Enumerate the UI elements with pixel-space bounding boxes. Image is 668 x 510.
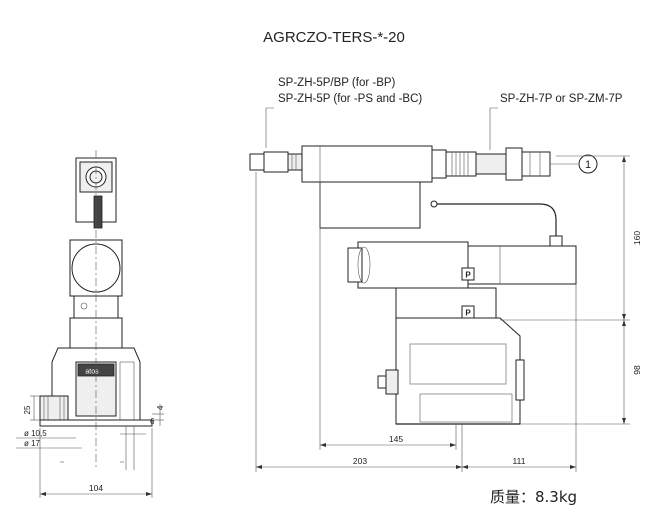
- dim-4: 4: [156, 405, 165, 410]
- dim-203: 203: [353, 456, 367, 466]
- mass-label: 质量：8.3kg: [490, 488, 577, 506]
- dim-145: 145: [389, 434, 403, 444]
- dim-dia-10-5: ø 10,5: [24, 429, 47, 438]
- svg-text:P: P: [465, 309, 471, 318]
- dim-160: 160: [632, 231, 642, 245]
- side-brand-text: atos: [85, 369, 99, 376]
- svg-text:P: P: [465, 271, 471, 280]
- note-connector-bp: SP-ZH-5P/BP (for -BP): [278, 77, 396, 89]
- front-view: SP-ZH-5P/BP (for -BP) SP-ZH-5P (for -PS …: [249, 77, 642, 472]
- front-electronics-lower: [319, 181, 421, 229]
- dim-25: 25: [23, 405, 32, 414]
- callout-1: [578, 154, 598, 174]
- front-cable: [432, 203, 557, 240]
- front-plug: [385, 369, 399, 395]
- dim-6: 6: [150, 417, 155, 426]
- side-cable-gland: [93, 195, 103, 229]
- note-connector-ps-bc: SP-ZH-5P (for -PS and -BC): [278, 93, 422, 105]
- front-solenoid: [357, 241, 469, 289]
- side-screw: [80, 302, 88, 310]
- front-solenoid-right: [467, 245, 577, 285]
- dim-104: 104: [89, 483, 103, 493]
- note-connector-7p: SP-ZH-7P or SP-ZM-7P: [500, 93, 623, 105]
- front-pilot-body: [395, 287, 497, 319]
- side-port-flange: [39, 395, 69, 425]
- dim-98: 98: [632, 365, 642, 375]
- front-cable-gland: [505, 147, 523, 181]
- dim-111: 111: [513, 456, 526, 466]
- front-electronics-box: [301, 145, 433, 183]
- front-left-connector: [249, 153, 265, 171]
- front-right-connector: [431, 149, 447, 179]
- dim-dia-17: ø 17: [24, 439, 41, 448]
- port-mark-upper: [461, 267, 475, 281]
- drawing-title: AGRCZO-TERS-*-20: [263, 29, 405, 46]
- front-main-body: [395, 317, 521, 425]
- side-view: atos 25 4 ø 10,5 ø 17 6 104: [16, 150, 165, 498]
- callout-1-label: 1: [585, 159, 591, 171]
